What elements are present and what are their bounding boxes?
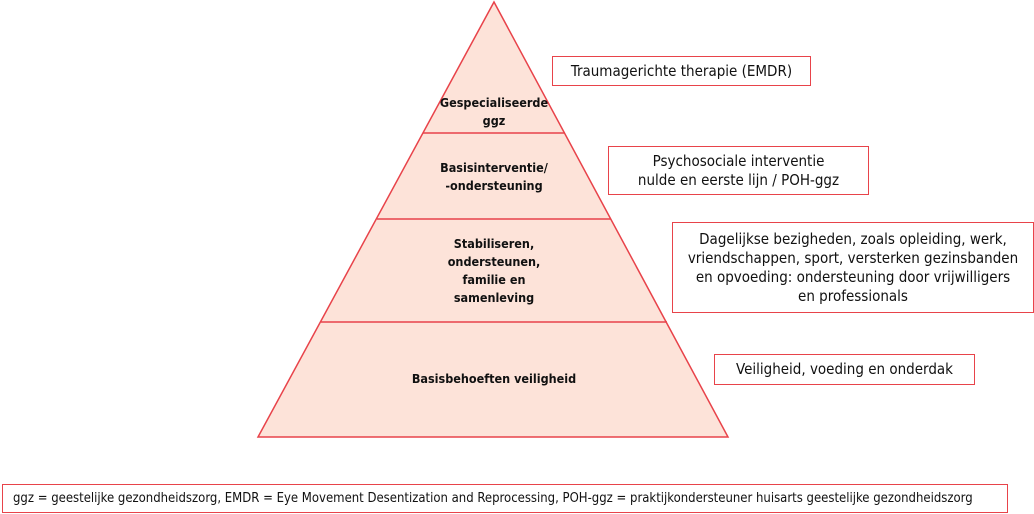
footnote: ggz = geestelijke gezondheidszorg, EMDR … xyxy=(2,484,1008,513)
description-text: Psychosociale interventie nulde en eerst… xyxy=(637,151,840,189)
description-text: Traumagerichte therapie (EMDR) xyxy=(570,61,793,80)
level-label-specialized: Gespecialiseerde ggz xyxy=(439,95,549,128)
description-box-psychosocial: Psychosociale interventie nulde en eerst… xyxy=(608,146,869,195)
level-label-basic-intervention: Basisinterventie/ -ondersteuning xyxy=(440,160,548,193)
level-label-basic-needs: Basisbehoeften veiligheid xyxy=(411,371,577,386)
level-label-stabilize: Stabiliseren, ondersteunen, familie en s… xyxy=(447,236,541,305)
description-box-daily: Dagelijkse bezigheden, zoals opleiding, … xyxy=(672,222,1034,313)
description-text: Veiligheid, voeding en onderdak xyxy=(736,360,953,378)
description-text: Dagelijkse bezigheden, zoals opleiding, … xyxy=(687,229,1019,305)
description-box-emdr: Traumagerichte therapie (EMDR) xyxy=(552,56,811,86)
description-box-safety: Veiligheid, voeding en onderdak xyxy=(714,354,975,385)
